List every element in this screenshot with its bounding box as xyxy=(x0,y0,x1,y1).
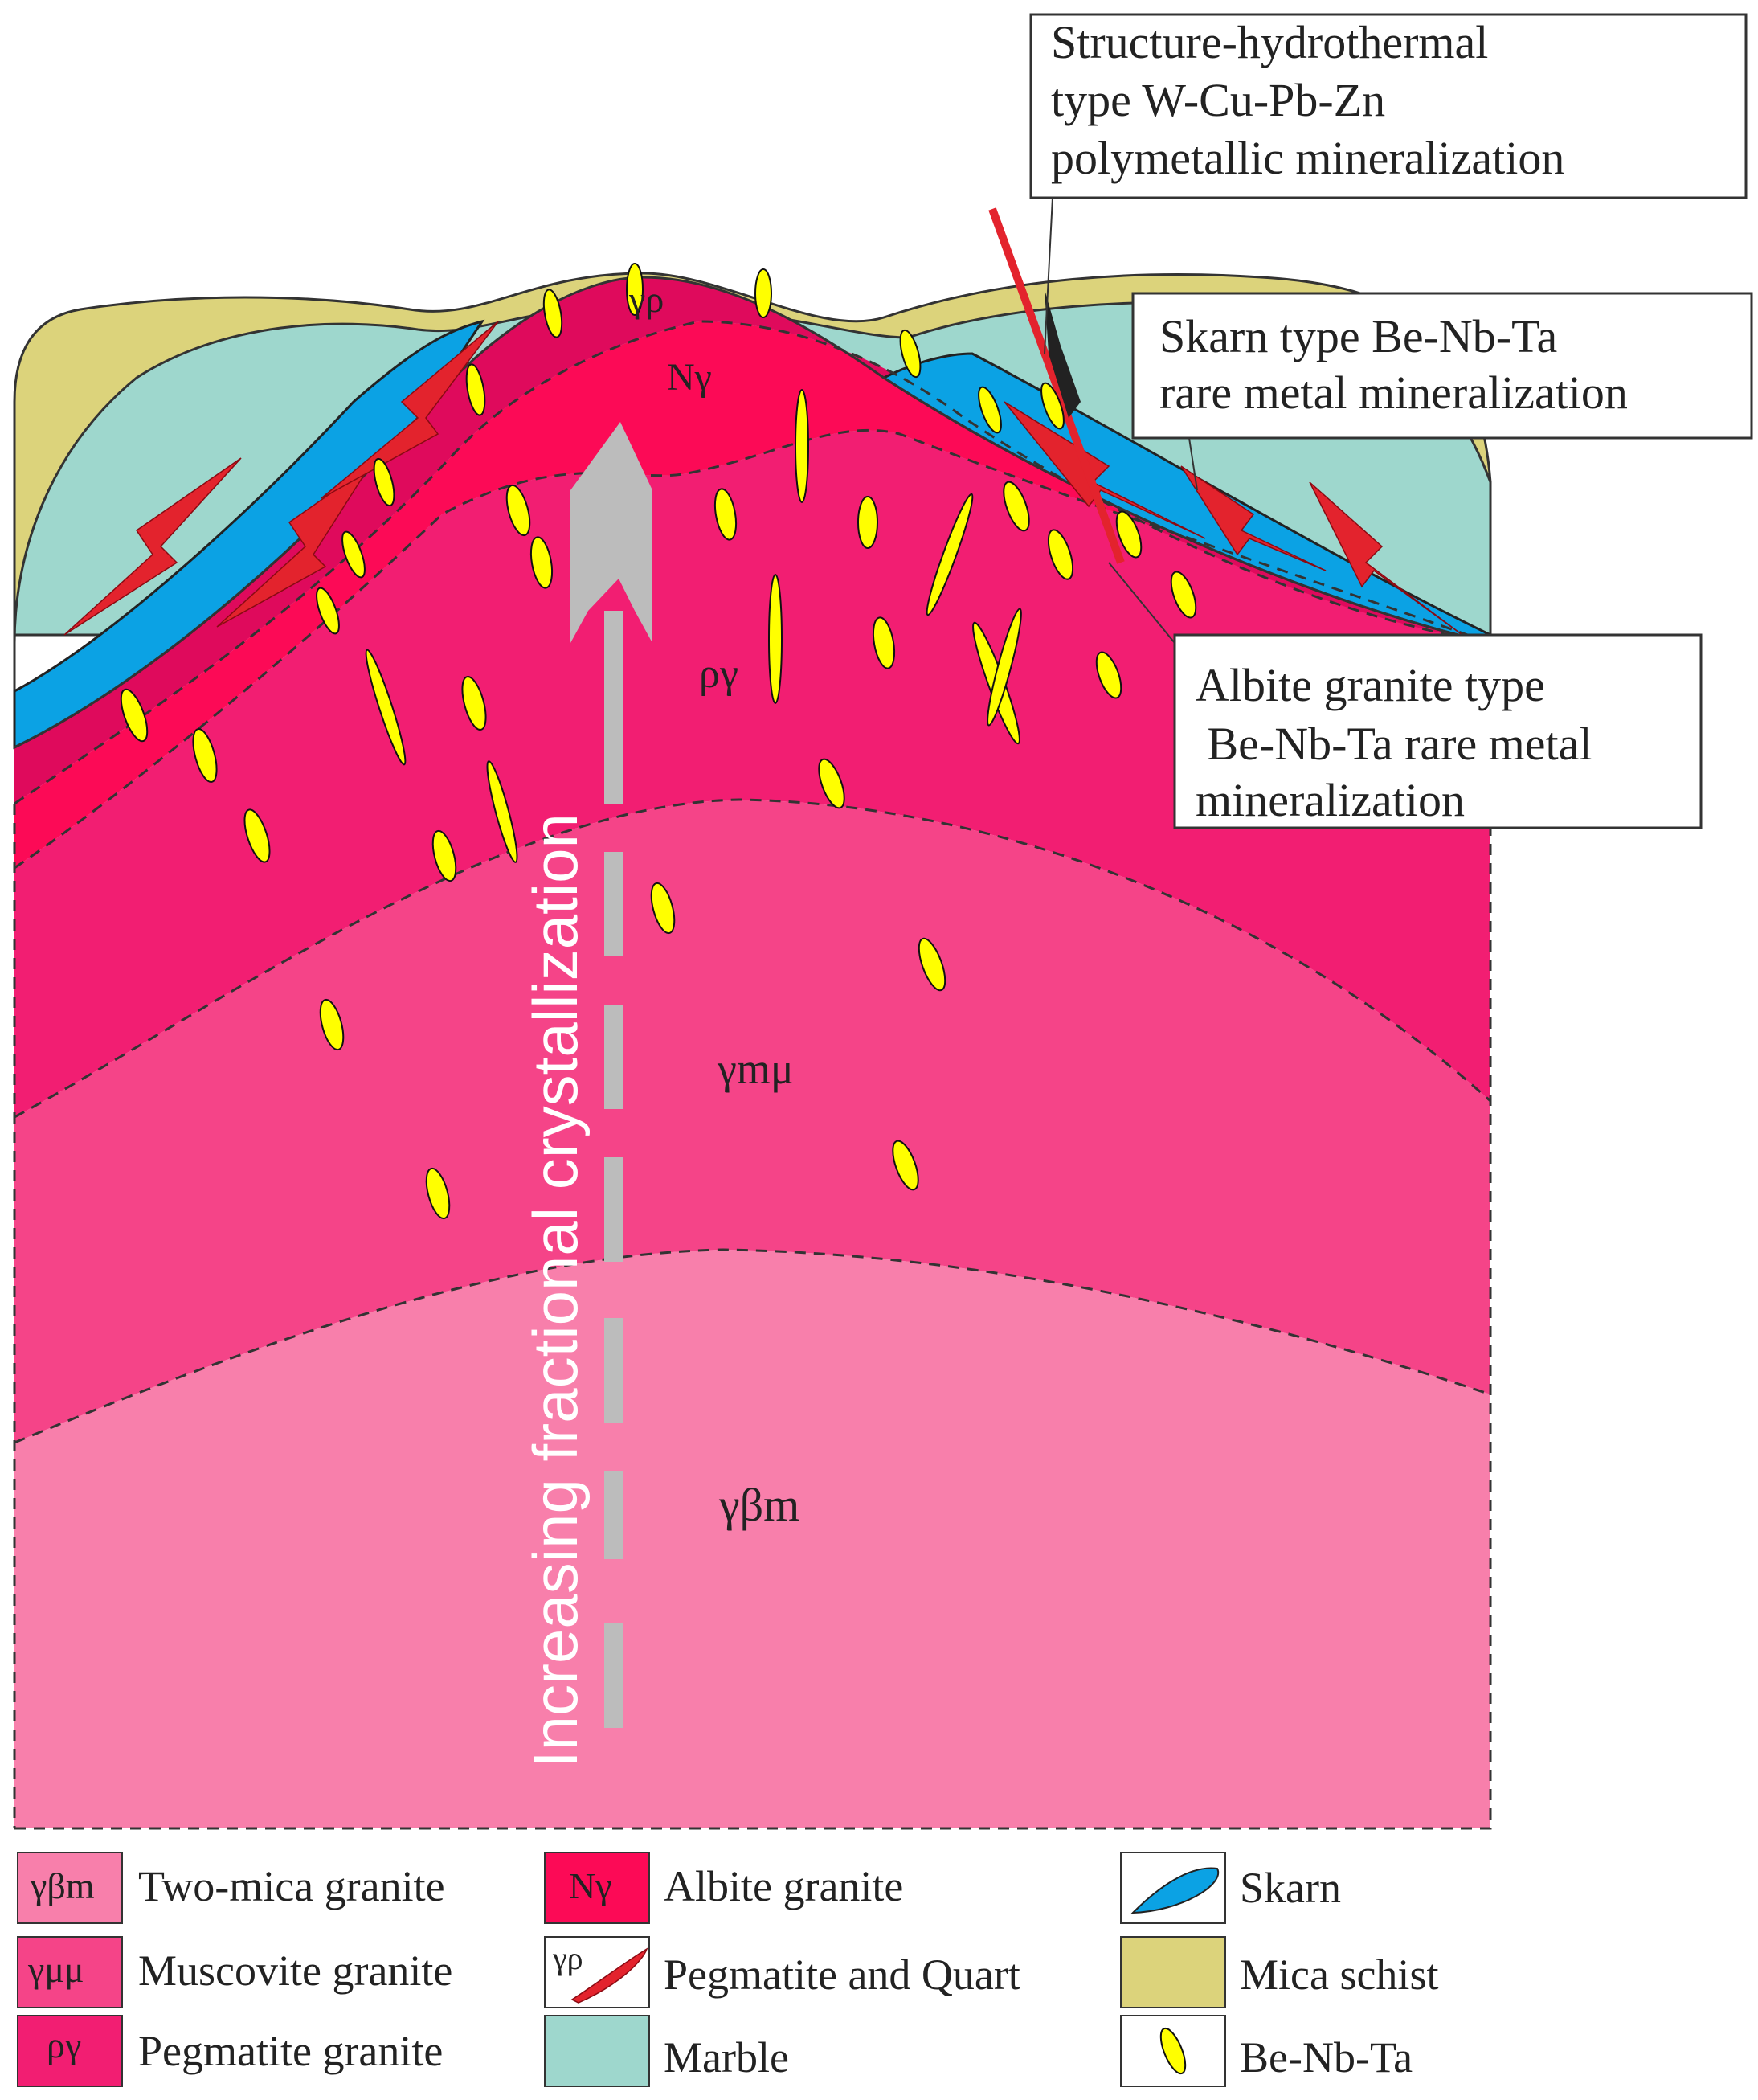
legend-label-skarn: Skarn xyxy=(1240,1864,1341,1912)
callout-skarn-line2: rare metal mineralization xyxy=(1159,366,1628,419)
ore-lens xyxy=(918,937,946,992)
ore-lens xyxy=(425,1167,451,1220)
ore-lens xyxy=(431,829,457,882)
ore-lens xyxy=(373,457,395,507)
callout-albite-line1: Albite granite type xyxy=(1196,659,1545,711)
ore-lens xyxy=(795,389,809,503)
legend-label-pegmatite-granite: Pegmatite granite xyxy=(138,2027,443,2075)
ore-lens xyxy=(1115,510,1143,559)
muscovite-granite-layer xyxy=(14,800,1490,1443)
label-pegmatite-granite: ργ xyxy=(699,651,738,697)
ore-lens xyxy=(899,329,922,379)
ore-lens xyxy=(316,587,340,635)
legend-skarn-swatch xyxy=(1130,1867,1220,1914)
legend-label-pegmatite-quartz: Pegmatite and Quart xyxy=(664,1951,1020,1999)
ore-lens xyxy=(987,608,1022,727)
legend-label-two-mica: Two-mica granite xyxy=(138,1862,445,1910)
two-mica-granite-layer xyxy=(14,1250,1490,1828)
ore-lens xyxy=(120,688,149,743)
callout-structure-hydrothermal: Structure-hydrothermal type W-Cu-Pb-Zn p… xyxy=(1029,13,1748,354)
legend-item-be-nb-ta: Be-Nb-Ta xyxy=(1120,2015,1413,2087)
legend-symbol-pegmatite-granite: ργ xyxy=(47,2024,81,2065)
legend-symbol-muscovite: γμμ xyxy=(27,1949,84,1990)
fault-ore-body xyxy=(1045,289,1081,418)
granite-dome-outline xyxy=(14,276,1491,749)
label-two-mica-granite: γβm xyxy=(718,1479,799,1531)
ore-lens xyxy=(892,1140,919,1191)
ore-lens xyxy=(243,808,271,863)
legend-red-vein-swatch xyxy=(570,1947,648,2004)
ore-lens xyxy=(818,758,845,809)
be-nb-ta-ore-lenses xyxy=(120,263,1197,1220)
callout-structure-line1: Structure-hydrothermal xyxy=(1051,16,1488,68)
legend-item-marble: Marble xyxy=(544,2015,789,2087)
callout-albite-line3: mineralization xyxy=(1196,774,1465,826)
legend-label-be-nb-ta: Be-Nb-Ta xyxy=(1240,2033,1413,2082)
legend-symbol-pegmatite-quartz: γρ xyxy=(552,1940,583,1976)
legend-label-marble: Marble xyxy=(664,2033,789,2082)
legend-item-muscovite-granite: γμμ Muscovite granite xyxy=(17,1936,452,2008)
ore-lens xyxy=(978,386,1002,434)
ore-lens xyxy=(542,289,563,338)
label-albite-granite: Nγ xyxy=(667,356,712,399)
legend-item-mica-schist: Mica schist xyxy=(1120,1936,1438,2008)
callout-skarn-type: Skarn type Be-Nb-Ta rare metal mineraliz… xyxy=(1131,292,1753,491)
crystallization-arrow-head xyxy=(570,422,652,643)
legend-item-skarn: Skarn xyxy=(1120,1852,1341,1924)
ore-lens xyxy=(857,496,878,549)
legend-item-two-mica-granite: γβm Two-mica granite xyxy=(17,1852,445,1924)
ore-lens xyxy=(529,536,554,589)
ore-lens xyxy=(1040,382,1065,430)
ore-lens xyxy=(1095,651,1122,699)
ore-lens xyxy=(365,649,407,766)
callout-albite-granite-type: Albite granite type Be-Nb-Ta rare metal … xyxy=(1108,562,1703,829)
ore-lens xyxy=(1170,571,1197,619)
legend-label-muscovite: Muscovite granite xyxy=(138,1946,452,1995)
legend-ore-lens-swatch xyxy=(1159,2027,1187,2075)
ore-lens xyxy=(754,268,772,318)
ore-lens xyxy=(192,728,218,783)
ore-lens xyxy=(341,530,366,579)
legend-symbol-two-mica: γβm xyxy=(30,1865,95,1906)
ore-lens xyxy=(1047,529,1074,580)
ore-lens xyxy=(872,616,896,669)
red-veins xyxy=(63,321,1463,636)
legend: γβm Two-mica granite γμμ Muscovite grani… xyxy=(17,1852,1438,2087)
albite-granite-layer xyxy=(14,321,1490,868)
crystallization-arrow-label: Increasing fractional crystallization xyxy=(520,813,591,1768)
legend-symbol-albite: Nγ xyxy=(569,1865,612,1906)
ore-lens xyxy=(713,488,738,541)
ore-lens xyxy=(926,493,974,616)
legend-item-pegmatite-granite: ργ Pegmatite granite xyxy=(17,2015,443,2087)
ore-lens xyxy=(650,882,676,935)
pegmatite-granite-layer xyxy=(14,430,1490,1117)
label-pegmatite-quartz: γρ xyxy=(628,279,664,320)
crystallization-arrow-shaft xyxy=(604,611,623,1728)
ore-lens xyxy=(486,760,518,863)
legend-label-albite: Albite granite xyxy=(664,1862,903,1910)
ore-lens xyxy=(461,676,487,731)
callout-structure-line3: polymetallic mineralization xyxy=(1051,132,1564,184)
fault-line xyxy=(988,207,1125,564)
callout-structure-line2: type W-Cu-Pb-Zn xyxy=(1051,74,1385,126)
ore-lens xyxy=(1003,481,1030,532)
callout-albite-line2: Be-Nb-Ta rare metal xyxy=(1196,718,1592,770)
ore-lens xyxy=(319,998,345,1051)
ore-lens xyxy=(768,574,783,704)
ore-lens xyxy=(465,363,486,416)
layer-contacts xyxy=(13,320,1492,1830)
legend-item-albite-granite: Nγ Albite granite xyxy=(544,1852,903,1924)
label-muscovite-granite: γmμ xyxy=(717,1045,794,1093)
ore-lens xyxy=(626,263,644,316)
ore-lens xyxy=(505,484,531,537)
callout-skarn-line1: Skarn type Be-Nb-Ta xyxy=(1159,310,1557,362)
legend-label-mica-schist: Mica schist xyxy=(1240,1951,1438,1999)
legend-item-pegmatite-quartz: γρ Pegmatite and Quart xyxy=(544,1936,1020,2008)
